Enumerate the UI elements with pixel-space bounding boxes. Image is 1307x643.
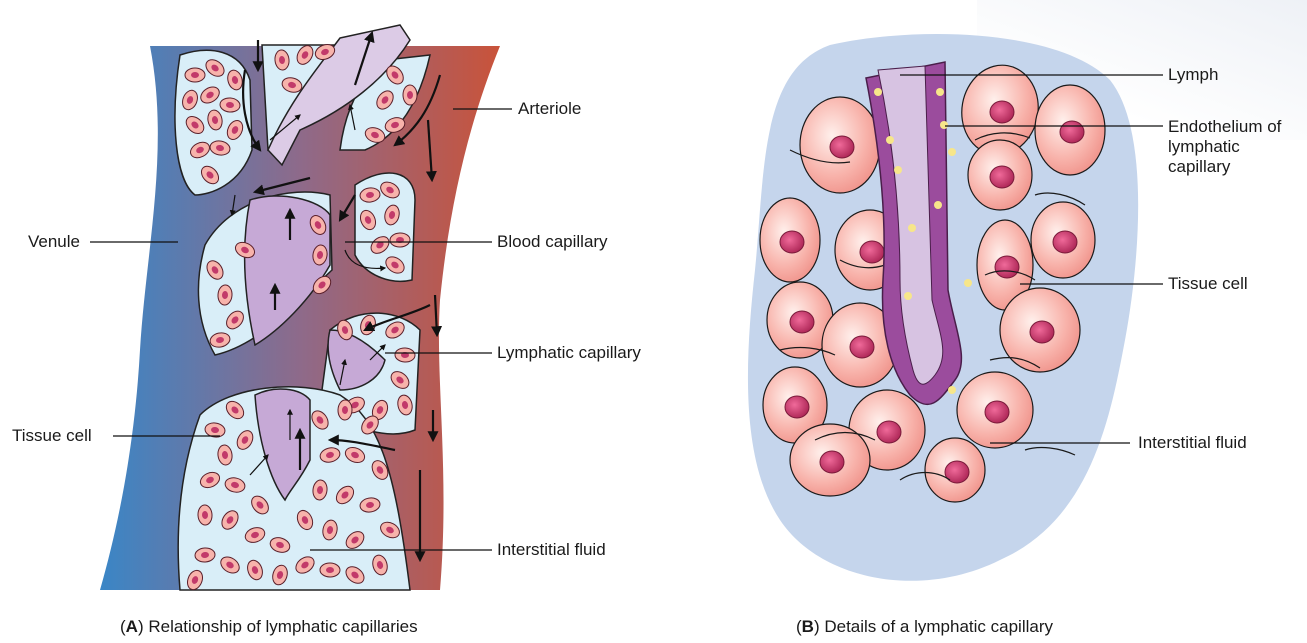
- label-lymphatic-capillary: Lymphatic capillary: [497, 343, 641, 363]
- label-blood-capillary: Blood capillary: [497, 232, 608, 252]
- cell-nucleus: [990, 166, 1014, 188]
- cell-nucleus: [1030, 321, 1054, 343]
- caption-b: (B) Details of a lymphatic capillary: [796, 617, 1053, 637]
- caption-b-text: Details of a lymphatic capillary: [824, 617, 1053, 636]
- cell-nucleus: [877, 421, 901, 443]
- cell-nucleus: [830, 136, 854, 158]
- cell-nucleus: [820, 451, 844, 473]
- cell-nucleus: [191, 72, 199, 78]
- caption-a-letter: A: [126, 617, 138, 636]
- cell-nucleus: [860, 241, 884, 263]
- cell-nucleus: [990, 101, 1014, 123]
- cell-nucleus: [985, 401, 1009, 423]
- label-lymph: Lymph: [1168, 65, 1218, 85]
- cell-nucleus: [780, 231, 804, 253]
- label-tissue-cell-a: Tissue cell: [12, 426, 92, 446]
- panel-a: [90, 25, 512, 592]
- cell-nucleus: [785, 396, 809, 418]
- cell-nucleus: [790, 311, 814, 333]
- panel-b: [748, 34, 1163, 581]
- caption-a: (A) Relationship of lymphatic capillarie…: [120, 617, 418, 637]
- label-arteriole: Arteriole: [518, 99, 581, 119]
- label-interstitial-fluid-b: Interstitial fluid: [1138, 433, 1247, 453]
- cell-nucleus: [1053, 231, 1077, 253]
- label-tissue-cell-b: Tissue cell: [1168, 274, 1248, 294]
- label-interstitial-fluid-a: Interstitial fluid: [497, 540, 606, 560]
- label-venule: Venule: [28, 232, 80, 252]
- cell-nucleus: [995, 256, 1019, 278]
- caption-b-letter: B: [802, 617, 814, 636]
- caption-a-text: Relationship of lymphatic capillaries: [148, 617, 417, 636]
- cell-nucleus: [1060, 121, 1084, 143]
- label-endothelium: Endothelium of lymphatic capillary: [1168, 117, 1288, 177]
- cell-nucleus: [850, 336, 874, 358]
